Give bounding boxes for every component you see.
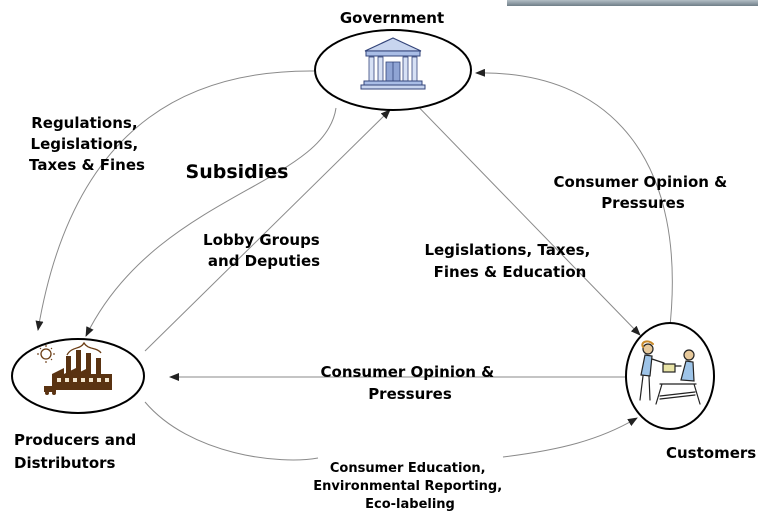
arrow-producers-to-gov-lobby <box>144 109 391 352</box>
arrow-gov-to-customers <box>404 92 641 336</box>
producers-label: Producers and Distributors <box>14 431 142 472</box>
customers-node[interactable]: Customers <box>625 322 756 462</box>
consumer-opinion-bottom-label: Consumer Opinion & Pressures <box>321 363 500 403</box>
legislations-education-label: Legislations, Taxes, Fines & Education <box>424 241 595 281</box>
factory-icon <box>37 341 112 395</box>
lobby-groups-label: Lobby Groups and Deputies <box>203 231 325 270</box>
consumer-education-label: Consumer Education, Environmental Report… <box>313 461 506 512</box>
government-node[interactable]: Government <box>314 9 472 111</box>
customers-label: Customers <box>666 444 756 462</box>
producers-node[interactable]: Producers and Distributors <box>11 338 145 472</box>
shoppers-icon <box>639 340 701 405</box>
arrow-producers-to-customers-tail <box>502 417 638 458</box>
government-label: Government <box>340 9 444 27</box>
government-building-icon <box>360 37 426 90</box>
customers-ellipse <box>625 322 715 430</box>
arrow-gov-to-producers-subsidies <box>85 107 337 337</box>
subsidies-label: Subsidies <box>186 161 289 183</box>
flow-arrows <box>35 68 673 461</box>
consumer-opinion-top-label: Consumer Opinion & Pressures <box>554 173 733 212</box>
arrow-gov-to-producers-outer <box>35 70 315 331</box>
arrow-producers-to-customers <box>144 401 319 461</box>
regulations-label: Regulations, Legislations, Taxes & Fines <box>29 114 145 174</box>
header-accent-bar <box>507 0 758 6</box>
arrow-customers-to-gov <box>475 68 673 336</box>
